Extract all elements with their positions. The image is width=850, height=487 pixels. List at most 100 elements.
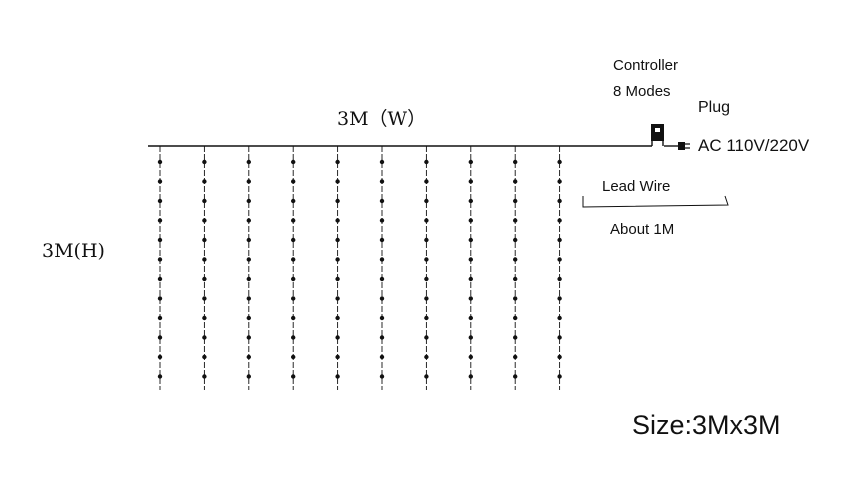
led-bulb [246, 179, 251, 184]
led-bulb [202, 374, 207, 379]
led-bulb [379, 354, 385, 360]
led-bulb [557, 354, 562, 360]
led-bulb [202, 354, 207, 360]
led-bulb [291, 257, 296, 262]
led-bulb [468, 179, 473, 184]
led-bulb [424, 237, 429, 243]
led-bulb [468, 335, 473, 340]
led-bulb [335, 315, 340, 321]
led-bulb [291, 335, 296, 340]
led-bulb [468, 276, 473, 282]
led-bulb [202, 159, 207, 165]
modes-label: 8 Modes [613, 83, 671, 100]
led-bulb [335, 296, 340, 301]
led-bulb [202, 179, 207, 184]
led-bulb [157, 335, 163, 340]
led-bulb [424, 179, 429, 184]
light-strands [157, 146, 562, 390]
led-bulb [335, 276, 340, 282]
lead-length-label: About 1M [610, 221, 675, 238]
led-bulb [157, 276, 163, 282]
led-bulb [202, 335, 207, 340]
led-bulb [513, 354, 518, 360]
plug-label: Plug [698, 99, 731, 116]
led-bulb [379, 335, 385, 340]
led-bulb [291, 374, 296, 379]
led-bulb [291, 354, 296, 360]
led-bulb [246, 218, 251, 223]
height-label: 3M(H) [42, 240, 105, 262]
led-bulb [424, 374, 429, 379]
led-bulb [424, 198, 429, 204]
led-bulb [335, 257, 340, 262]
led-bulb [335, 198, 340, 204]
led-bulb [291, 198, 296, 204]
led-bulb [291, 218, 296, 223]
lead-wire-label: Lead Wire [602, 178, 671, 195]
led-bulb [202, 198, 207, 204]
controller-box-icon [651, 124, 664, 146]
led-bulb [468, 257, 473, 262]
led-bulb [246, 354, 251, 360]
led-bulb [424, 218, 429, 223]
led-bulb [379, 159, 385, 165]
led-bulb [557, 179, 562, 184]
led-bulb [557, 159, 562, 165]
led-bulb [468, 198, 473, 204]
led-bulb [246, 296, 251, 301]
led-bulb [424, 257, 429, 262]
led-bulb [157, 198, 163, 204]
voltage-label: AC 110V/220V [698, 136, 810, 155]
led-bulb [513, 218, 518, 223]
led-bulb [424, 354, 429, 360]
led-bulb [246, 198, 251, 204]
led-bulb [468, 296, 473, 301]
size-label: Size:3Mx3M [632, 410, 781, 440]
led-bulb [424, 315, 429, 321]
led-bulb [157, 315, 163, 321]
led-bulb [335, 179, 340, 184]
led-bulb [335, 374, 340, 379]
led-bulb [513, 276, 518, 282]
led-bulb [513, 315, 518, 321]
led-bulb [557, 335, 562, 340]
led-bulb [379, 296, 385, 301]
led-bulb [157, 257, 163, 262]
led-bulb [468, 315, 473, 321]
led-bulb [557, 257, 562, 262]
led-bulb [513, 257, 518, 262]
led-bulb [379, 237, 385, 243]
led-bulb [246, 335, 251, 340]
controller-label: Controller [613, 57, 679, 74]
led-bulb [379, 198, 385, 204]
led-bulb [379, 276, 385, 282]
led-bulb [379, 315, 385, 321]
led-bulb [246, 315, 251, 321]
led-bulb [424, 296, 429, 301]
led-bulb [246, 374, 251, 379]
plug-icon [664, 142, 690, 150]
led-bulb [202, 218, 207, 223]
led-bulb [513, 179, 518, 184]
led-bulb [157, 218, 163, 223]
led-bulb [468, 159, 473, 165]
led-bulb [157, 354, 163, 360]
led-bulb [513, 159, 518, 165]
led-bulb [291, 276, 296, 282]
led-bulb [291, 159, 296, 165]
led-bulb [379, 218, 385, 223]
led-bulb [468, 374, 473, 379]
led-bulb [335, 354, 340, 360]
led-bulb [335, 335, 340, 340]
led-bulb [202, 296, 207, 301]
led-bulb [291, 237, 296, 243]
led-bulb [424, 159, 429, 165]
width-label: 3M（W） [337, 108, 427, 130]
led-bulb [246, 237, 251, 243]
led-bulb [202, 237, 207, 243]
led-bulb [557, 218, 562, 223]
led-bulb [513, 335, 518, 340]
led-bulb [379, 179, 385, 184]
led-bulb [157, 159, 163, 165]
